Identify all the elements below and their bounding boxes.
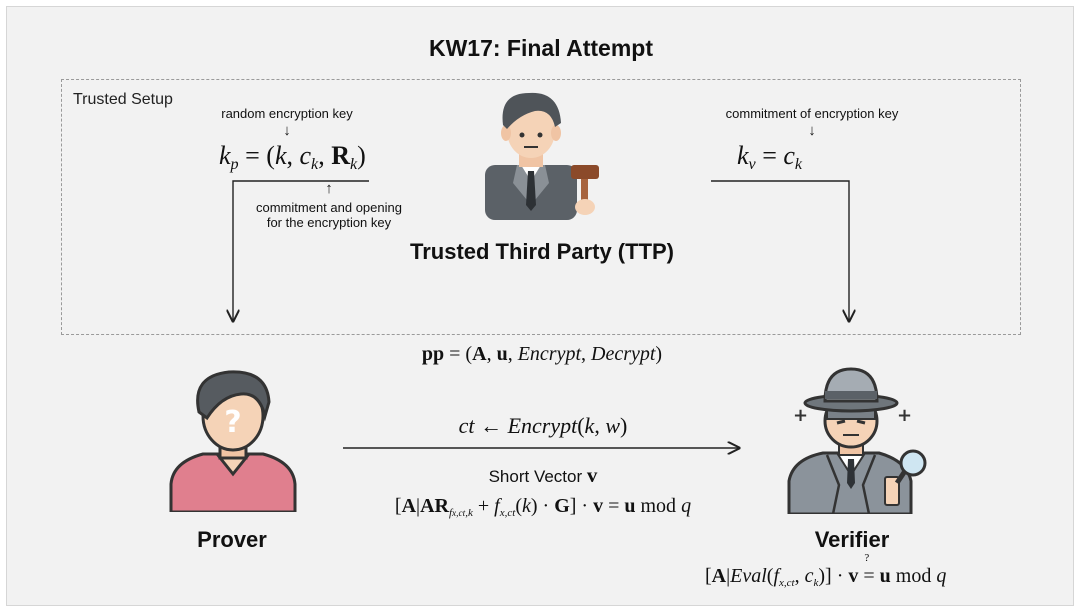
up-arrow-icon: ↑ bbox=[325, 180, 333, 197]
slide: KW17: Final Attempt Trusted Setup random… bbox=[6, 6, 1074, 606]
ciphertext-formula: ct ← Encrypt(k, w) bbox=[458, 413, 628, 438]
gavel-icon bbox=[571, 165, 599, 215]
trusted-setup-box bbox=[61, 79, 1021, 335]
verifier-label: Verifier bbox=[814, 527, 890, 552]
prover-person-icon: ? bbox=[169, 370, 297, 512]
verifier-key-formula: kv = ck bbox=[737, 141, 803, 173]
diagram-title: KW17: Final Attempt bbox=[428, 35, 654, 61]
verifier-key-arrow bbox=[711, 180, 849, 321]
prover-key-arrow bbox=[233, 180, 369, 321]
commitment-note: commitment of encryption key bbox=[725, 106, 899, 121]
prover-verification-equation: [A|ARfx,ct,k + fx,ct(k) · G] · v = u mod… bbox=[394, 495, 692, 519]
verifier-check-equation: [A|Eval(fx,ct, ck)] · v =? u mod q bbox=[705, 552, 947, 589]
down-arrow-icon: ↓ bbox=[283, 122, 291, 139]
prover-label: Prover bbox=[197, 527, 267, 552]
down-arrow-icon: ↓ bbox=[808, 122, 816, 139]
detective-icon: + + bbox=[787, 367, 927, 514]
svg-text:?: ? bbox=[224, 405, 241, 440]
svg-text:+: + bbox=[897, 405, 912, 426]
commitment-opening-note: commitment and opening for the encryptio… bbox=[256, 200, 402, 230]
public-parameters-formula: pp = (A, u, Encrypt, Decrypt) bbox=[421, 343, 663, 365]
short-vector-row: Short Vector v bbox=[488, 463, 598, 487]
magnifier-icon bbox=[884, 449, 927, 506]
judge-icon bbox=[485, 92, 599, 220]
random-key-note: random encryption key bbox=[221, 106, 353, 121]
connector-lines bbox=[7, 180, 1075, 607]
svg-text:+: + bbox=[793, 405, 808, 426]
ttp-label: Trusted Third Party (TTP) bbox=[409, 239, 675, 264]
prover-key-formula: kp = (k, ck, Rk) bbox=[219, 141, 366, 173]
trusted-setup-label: Trusted Setup bbox=[73, 91, 173, 108]
